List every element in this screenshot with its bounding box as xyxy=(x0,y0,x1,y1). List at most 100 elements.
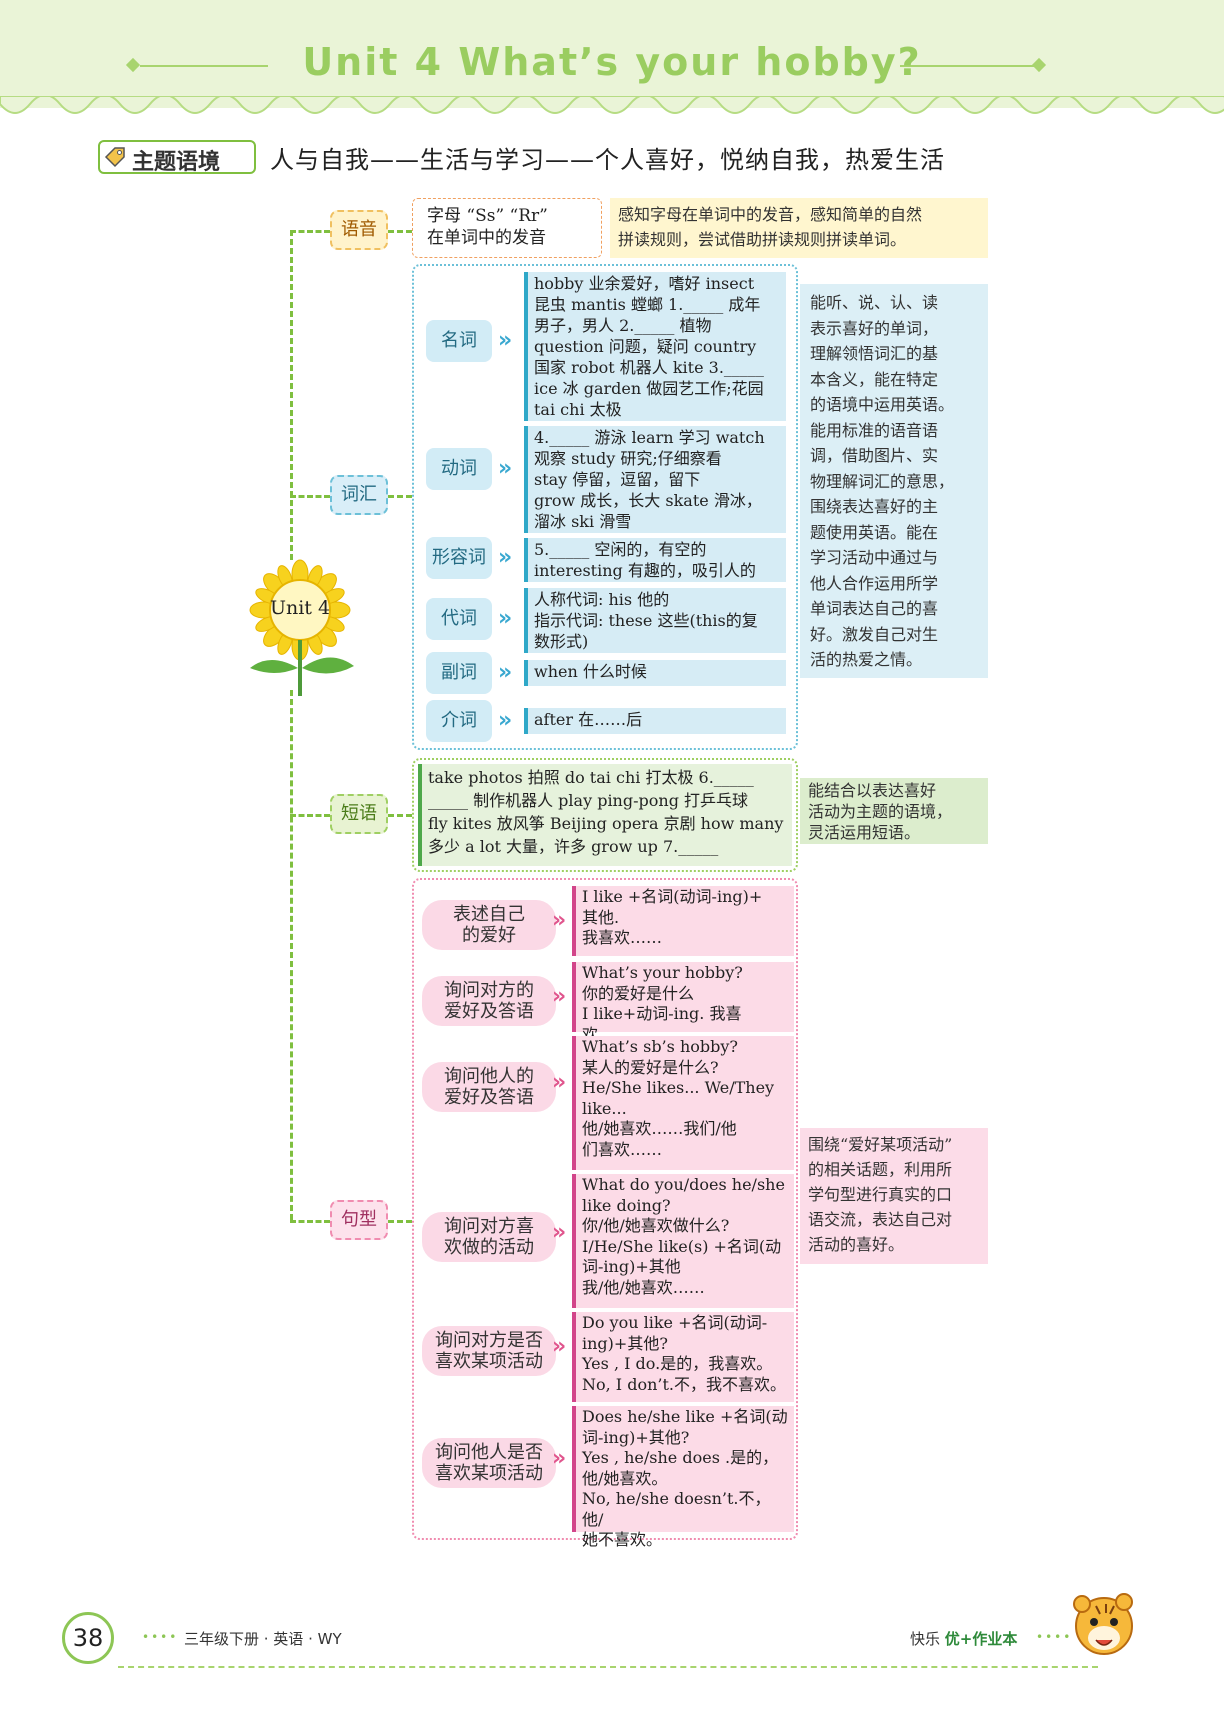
func-line: 表述自己 xyxy=(453,904,525,925)
sentence-box: Does he/she like +名词(动 词-ing)+其他? Yes , … xyxy=(572,1406,794,1549)
sentence-desc-line: 活动的喜好。 xyxy=(808,1235,905,1254)
vocab-line: tai chi 太极 xyxy=(534,400,622,419)
vocab-desc-line: 理解领悟词汇的基 xyxy=(810,344,939,363)
sentence-line: I/He/She like(s) +名词(动 xyxy=(582,1236,782,1256)
func-line: 询问对方的 xyxy=(444,980,534,1001)
phrases-frame xyxy=(412,758,798,872)
chevron-right-icon: » xyxy=(552,1220,567,1245)
func-line: 询问对方喜 xyxy=(444,1216,534,1237)
func-describe-own-hobby: 表述自己 的爱好 xyxy=(422,900,556,950)
sentence-line: Yes , he/she does .是的， xyxy=(582,1448,779,1467)
vocab-line: hobby 业余爱好，嗜好 insect xyxy=(534,274,755,293)
vocab-line: 溜冰 ski 滑雪 xyxy=(534,512,632,531)
vocab-desc-line: 他人合作运用所学 xyxy=(810,573,939,593)
vocab-desc-line: 好。激发自己对生 xyxy=(810,624,939,644)
sentence-line: like doing? xyxy=(582,1195,671,1215)
sentence-line: Do you like +名词(动词- xyxy=(582,1313,768,1332)
vocab-desc-line: 能听、说、认、读 xyxy=(810,293,939,312)
footer-brand: 快乐 优+作业本 xyxy=(910,1628,1017,1649)
sentence-line: 你的爱好是什么 xyxy=(582,983,695,1003)
sentences-frame xyxy=(412,878,798,1540)
func-line: 询问他人的 xyxy=(444,1066,534,1087)
vocab-desc-line: 表示喜好的单词， xyxy=(810,318,939,338)
link-vocab xyxy=(388,495,412,498)
theme-text: 人与自我——生活与学习——个人喜好，悦纳自我，热爱生活 xyxy=(270,146,945,174)
phrase-desc-line: 能结合以表达喜好 xyxy=(808,781,937,800)
func-line: 爱好及答语 xyxy=(444,1087,534,1108)
sentence-desc-line: 语交流，表达自己对 xyxy=(808,1210,953,1229)
trunk-line-bottom xyxy=(290,690,293,1220)
vocab-line: 男子，男人 2._____ 植物 xyxy=(534,316,712,335)
sentence-desc-line: 学句型进行真实的口 xyxy=(808,1185,953,1204)
vocab-verb-box: 4._____ 游泳 learn 学习 watch 观察 study 研究;仔细… xyxy=(524,426,786,533)
chevron-right-icon: » xyxy=(552,984,567,1009)
vocab-line: interesting 有趣的，吸引人的 xyxy=(534,561,756,580)
vocab-line: 数形式) xyxy=(534,632,589,651)
category-sentences: 句型 xyxy=(330,1200,388,1240)
phrases-desc: 能结合以表达喜好 活动为主题的语境， 灵活运用短语。 xyxy=(800,778,988,844)
func-line: 询问对方是否 xyxy=(435,1330,543,1351)
vocab-desc: 能听、说、认、读 表示喜好的单词， 理解领悟词汇的基 本含义，能在特定 的语境中… xyxy=(800,284,988,678)
phrases-box: take photos 拍照 do tai chi 打太极 6._____ __… xyxy=(418,764,792,866)
sentence-line: 们喜欢…… xyxy=(582,1139,663,1159)
phonics-line: 字母 “Ss” “Rr” xyxy=(427,206,548,226)
sentence-line: 他/她喜欢……我们/他 xyxy=(582,1119,737,1138)
sentence-box: I like +名词(动词-ing)+ 其他. 我喜欢…… xyxy=(572,886,794,956)
theme-tag-icon xyxy=(104,147,125,168)
vocab-desc-line: 能用标准的语音语 xyxy=(810,420,939,440)
phrase-line: fly kites 放风筝 Beijing opera 京剧 how many xyxy=(428,814,784,833)
phrase-desc-line: 活动为主题的语境， xyxy=(808,802,953,821)
pos-noun: 名词 xyxy=(426,320,492,362)
sentence-line: What’s sb’s hobby? xyxy=(582,1037,738,1056)
footer-book-info: 三年级下册 · 英语 · WY xyxy=(184,1630,342,1648)
title-line-right xyxy=(900,65,1036,67)
link-phrases xyxy=(388,814,412,817)
vocab-adjective-box: 5._____ 空闲的，有空的 interesting 有趣的，吸引人的 xyxy=(524,538,786,582)
trunk-line-top xyxy=(290,230,293,560)
page-number: 38 xyxy=(62,1612,114,1664)
vocab-line: 人称代词: his 他的 xyxy=(534,590,670,609)
title-line-left xyxy=(140,65,268,67)
sentence-line: 词-ing)+其他 xyxy=(582,1257,681,1276)
func-line: 喜欢某项活动 xyxy=(435,1351,543,1372)
func-line: 的爱好 xyxy=(462,925,516,946)
vocab-desc-line: 本含义，能在特定 xyxy=(810,369,939,389)
sentence-box: What do you/does he/she like doing? 你/他/… xyxy=(572,1174,794,1308)
pos-adjective: 形容词 xyxy=(426,537,492,579)
chevron-right-icon: » xyxy=(498,708,513,733)
sentence-box: What’s sb’s hobby? 某人的爱好是什么? He/She like… xyxy=(572,1036,794,1170)
func-ask-others-hobby: 询问他人的 爱好及答语 xyxy=(422,1062,556,1112)
theme-badge: 主题语境 xyxy=(98,140,256,175)
vocab-adverb-box: when 什么时候 xyxy=(524,660,786,686)
chevron-right-icon: » xyxy=(498,606,513,631)
func-line: 欢做的活动 xyxy=(444,1237,534,1258)
phrase-desc-line: 灵活运用短语。 xyxy=(808,823,921,842)
sentence-line: 我/他/她喜欢…… xyxy=(582,1277,705,1297)
func-ask-your-hobby: 询问对方的 爱好及答语 xyxy=(422,976,556,1026)
footer-dash-line xyxy=(118,1666,1098,1668)
chevron-right-icon: » xyxy=(498,456,513,481)
footer-brand-name: 优+作业本 xyxy=(944,1630,1018,1648)
vocab-desc-line: 物理解词汇的意思， xyxy=(810,471,955,491)
phonics-desc-line: 感知字母在单词中的发音，感知简单的自然 xyxy=(618,205,923,224)
func-line: 爱好及答语 xyxy=(444,1001,534,1022)
sentence-line: What’s your hobby? xyxy=(582,963,743,982)
sentence-line: What do you/does he/she xyxy=(582,1175,785,1194)
tiger-mascot-icon xyxy=(1073,1593,1133,1655)
sentence-line: 我喜欢…… xyxy=(582,928,663,947)
footer-dots-left: •••• xyxy=(142,1630,179,1644)
sentence-line: 某人的爱好是什么? xyxy=(582,1057,719,1077)
theme-badge-label: 主题语境 xyxy=(132,150,221,175)
sunflower-icon xyxy=(249,559,354,696)
pos-pronoun: 代词 xyxy=(426,598,492,640)
sentence-line: ing)+其他? xyxy=(582,1333,668,1353)
pos-preposition: 介词 xyxy=(426,700,492,742)
phrase-line: _____ 制作机器人 play ping-pong 打乒乓球 xyxy=(428,791,749,810)
vocab-frame xyxy=(412,264,798,750)
footer-dots-right: •••• xyxy=(1036,1630,1073,1644)
chevron-right-icon: » xyxy=(498,545,513,570)
footer-brand-prefix: 快乐 xyxy=(910,1630,941,1648)
sentences-desc: 围绕“爱好某项活动” 的相关话题，利用所 学句型进行真实的口 语交流，表达自己对… xyxy=(800,1128,988,1264)
link-phonics xyxy=(388,230,412,233)
branch-vocab xyxy=(290,495,330,498)
